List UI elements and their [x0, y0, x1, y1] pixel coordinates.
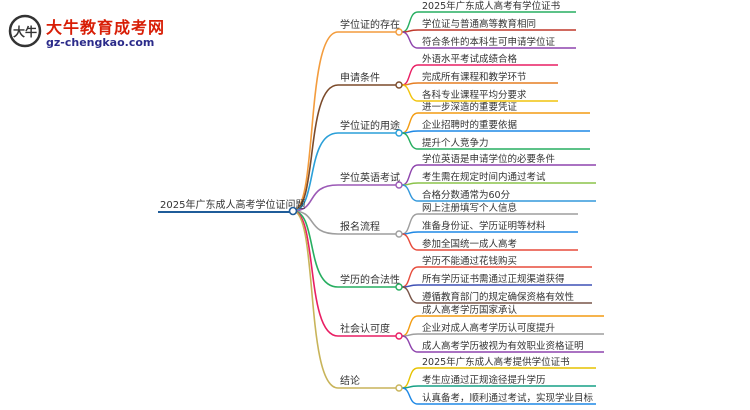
leaf-label: 企业对成人高考学历认可度提升 — [422, 322, 556, 334]
leaf-label: 符合条件的本科生可申请学位证 — [422, 36, 556, 48]
branch-label: 申请条件 — [340, 71, 380, 84]
branch-node-dot — [395, 230, 403, 238]
svg-text:大牛: 大牛 — [13, 24, 37, 39]
leaf-label: 考生应通过正规途径提升学历 — [422, 374, 546, 386]
branch-label: 结论 — [340, 374, 360, 387]
branch-label: 学位证的存在 — [340, 18, 400, 31]
leaf-label: 2025年广东成人高考提供学位证书 — [422, 356, 570, 368]
branch-node-dot — [395, 283, 403, 291]
branch-node-dot — [395, 81, 403, 89]
leaf-label: 学历不能通过花钱购买 — [422, 255, 517, 267]
logo-url: gz-chengkao.com — [46, 36, 155, 49]
logo-brand-name: 大牛教育成考网 — [46, 18, 166, 37]
leaf-label: 提升个人竞争力 — [422, 137, 489, 149]
leaf-label: 进一步深造的重要凭证 — [422, 101, 518, 113]
leaf-label: 认真备考，顺利通过考试，实现学业目标 — [422, 392, 594, 404]
leaf-label: 学位证与普通高等教育相同 — [422, 18, 536, 30]
root-label: 2025年广东成人高考学位证问题 — [160, 198, 305, 211]
leaf-label: 2025年广东成人高考有学位证书 — [422, 0, 561, 12]
leaf-label: 准备身份证、学历证明等材料 — [422, 220, 546, 232]
branch-label: 学历的合法性 — [340, 273, 400, 286]
leaf-label: 成人高考学历国家承认 — [422, 304, 518, 316]
leaf-label: 完成所有课程和教学环节 — [422, 71, 527, 83]
leaf-label: 网上注册填写个人信息 — [422, 202, 517, 214]
root-node-dot — [288, 206, 298, 216]
branch-node-dot — [395, 28, 403, 36]
leaf-label: 所有学历证书需通过正规渠道获得 — [422, 273, 565, 285]
branch-label: 学位英语考试 — [340, 171, 400, 184]
branch-label: 社会认可度 — [340, 322, 390, 335]
leaf-label: 成人高考学历被视为有效职业资格证明 — [422, 340, 584, 352]
branch-label: 学位证的用途 — [340, 119, 400, 132]
leaf-label: 遵循教育部门的规定确保资格有效性 — [422, 291, 575, 303]
mind-map-nodes: 2025年广东成人高考学位证问题学位证的存在2025年广东成人高考有学位证书学位… — [160, 0, 594, 404]
logo-seal-icon: 大牛 — [8, 14, 42, 48]
leaf-label: 外语水平考试成绩合格 — [422, 53, 518, 65]
branch-node-dot — [395, 332, 403, 340]
leaf-label: 各科专业课程平均分要求 — [422, 89, 527, 101]
branch-label: 报名流程 — [340, 220, 380, 233]
leaf-label: 学位英语是申请学位的必要条件 — [422, 153, 556, 165]
branch-node-dot — [395, 129, 403, 137]
site-logo: 大牛 大牛教育成考网 gz-chengkao.com — [4, 8, 164, 56]
leaf-label: 考生需在规定时间内通过考试 — [422, 171, 546, 183]
leaf-label: 合格分数通常为60分 — [422, 189, 511, 201]
leaf-label: 参加全国统一成人高考 — [422, 238, 517, 250]
branch-node-dot — [395, 384, 403, 392]
connector-lines — [158, 11, 604, 405]
leaf-label: 企业招聘时的重要依据 — [422, 119, 518, 131]
branch-node-dot — [395, 181, 403, 189]
